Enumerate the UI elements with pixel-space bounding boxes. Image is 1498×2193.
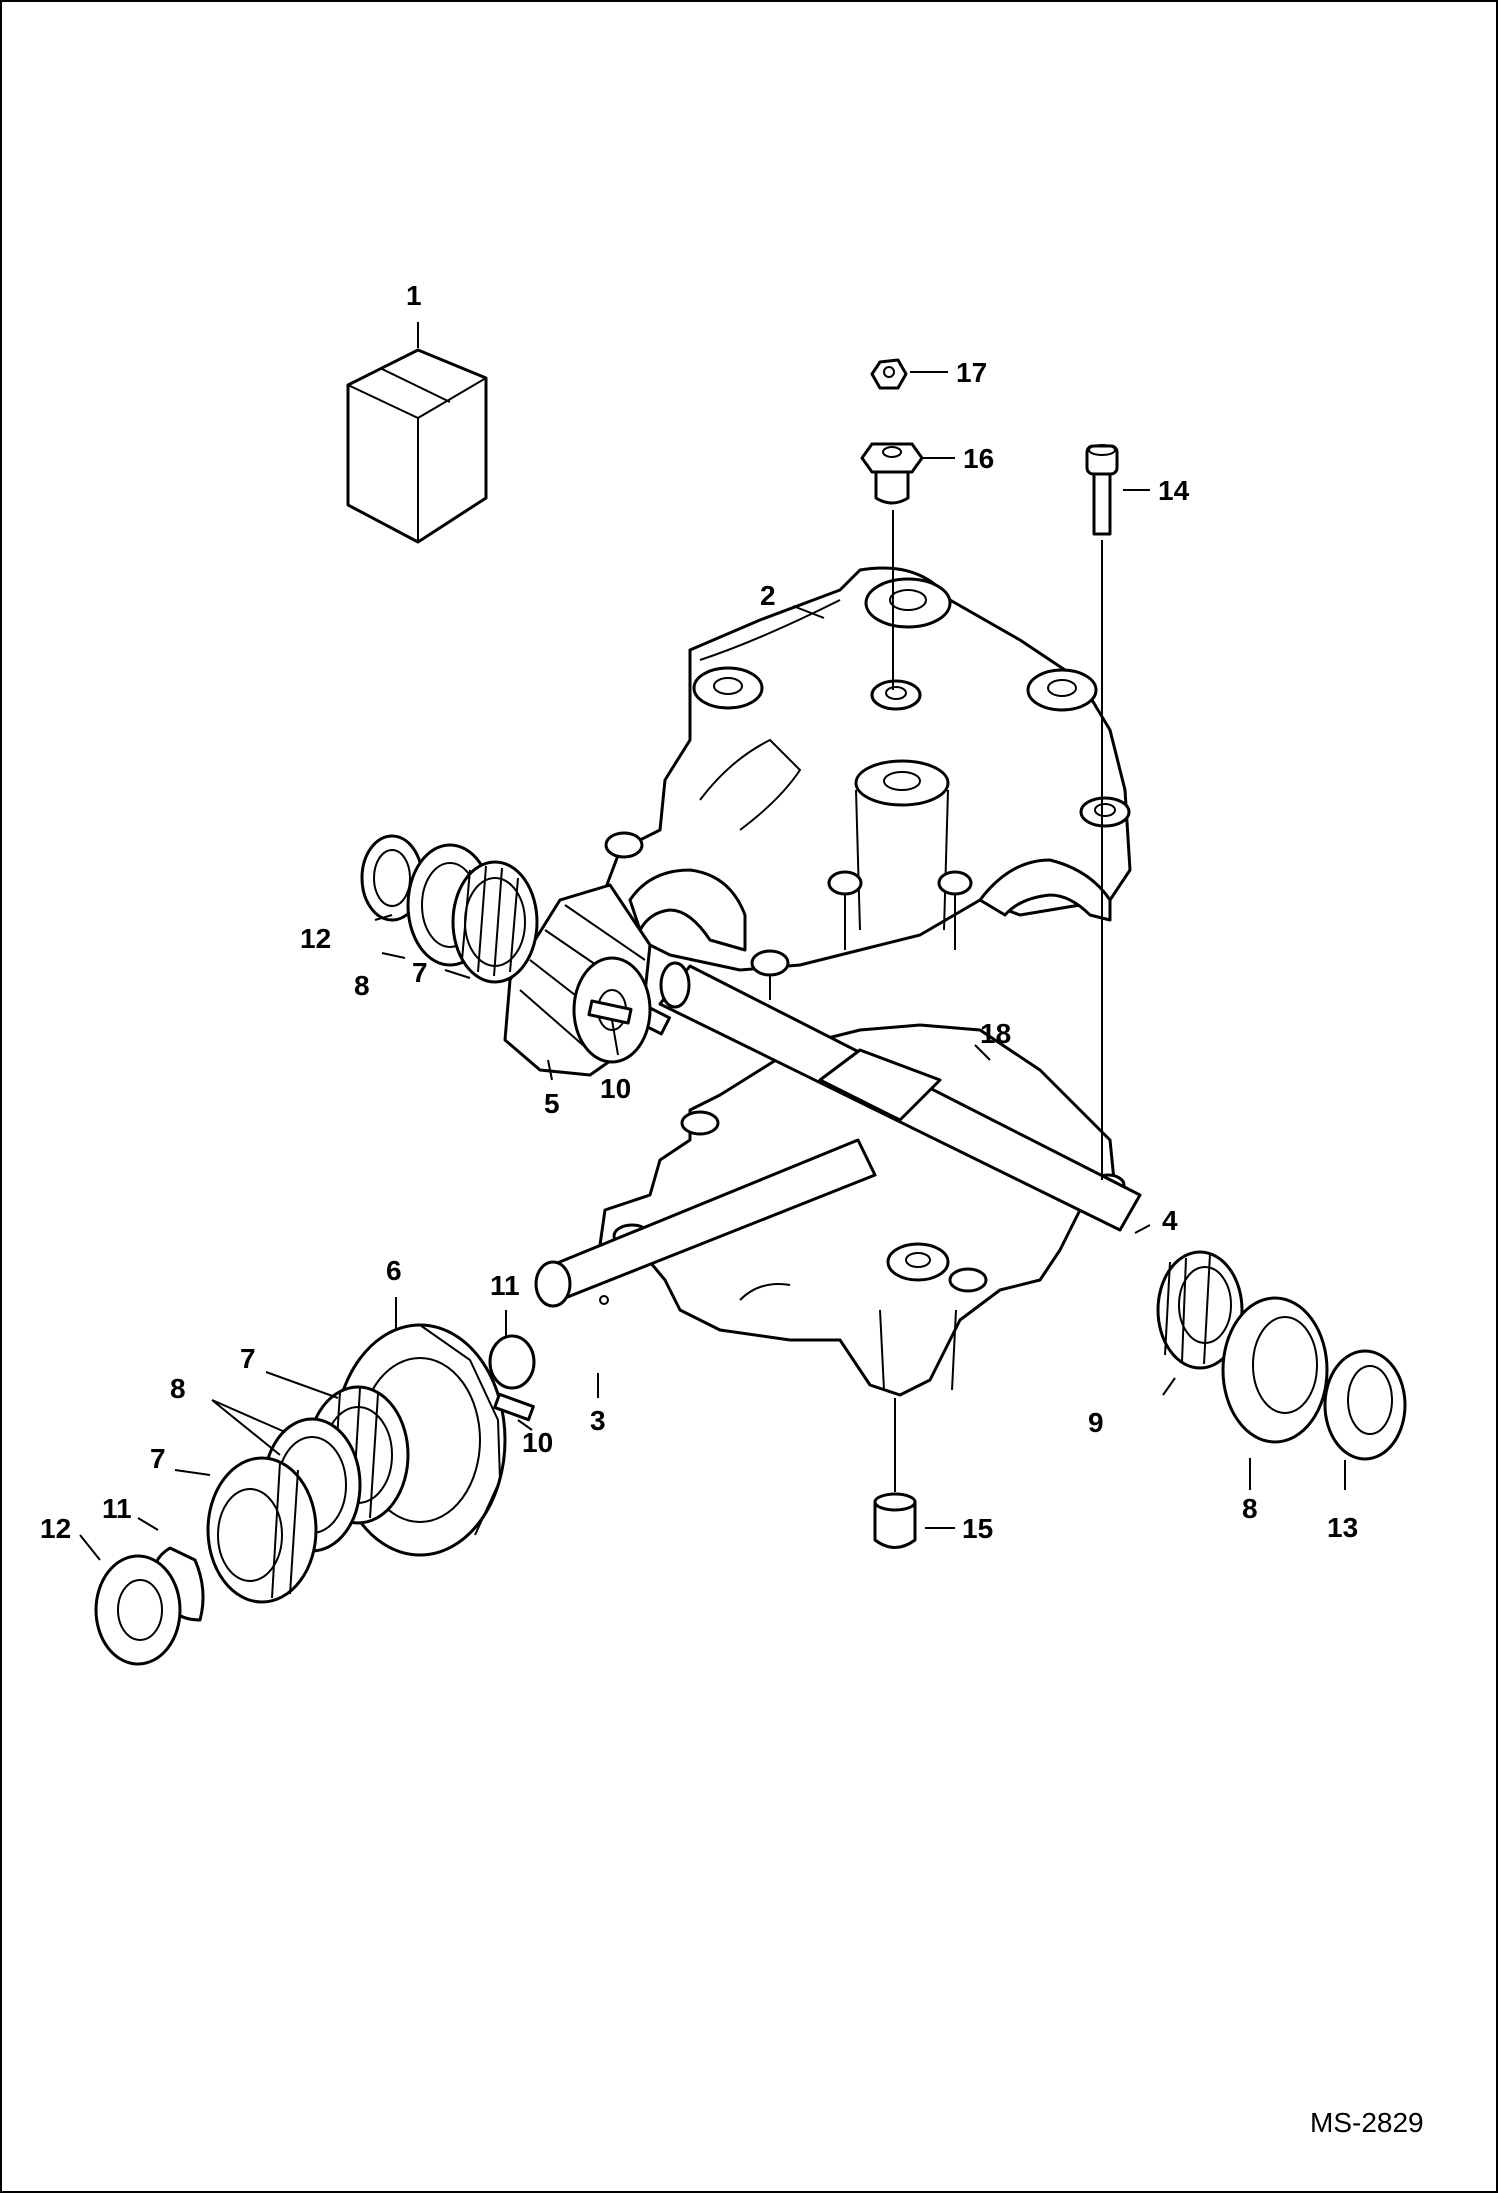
- callout-10-lower: 10: [522, 1427, 553, 1458]
- part-10-key-upper: [587, 999, 633, 1025]
- callout-9: 9: [1088, 1407, 1104, 1438]
- part-12-seal-lower: [94, 1554, 182, 1666]
- callout-17: 17: [956, 357, 987, 388]
- callout-7-upper: 7: [412, 957, 428, 988]
- part-17-nut: [870, 358, 908, 390]
- assembly-guide-lines: [892, 510, 1103, 1492]
- part-14-bolt: [1085, 444, 1119, 536]
- callout-13: 13: [1327, 1512, 1358, 1543]
- callout-2: 2: [760, 580, 776, 611]
- part-8-cup-right: [1221, 1296, 1329, 1444]
- callout-16: 16: [963, 443, 994, 474]
- callout-6: 6: [386, 1255, 402, 1286]
- callout-1: 1: [406, 280, 422, 311]
- part-16-fitting: [860, 442, 924, 505]
- callout-3: 3: [590, 1405, 606, 1436]
- callout-7-middle: 7: [240, 1343, 256, 1374]
- part-11-snap-ring-upper: [488, 1334, 536, 1390]
- callout-11-lower: 11: [102, 1493, 132, 1524]
- callout-18: 18: [980, 1018, 1011, 1049]
- callout-8-right: 8: [1242, 1493, 1258, 1524]
- callout-15: 15: [962, 1513, 993, 1544]
- callout-4: 4: [1162, 1205, 1178, 1236]
- callout-12-lower: 12: [40, 1513, 71, 1544]
- part-10-key-lower: [493, 1392, 535, 1422]
- callout-labels: 1 2 3 4 5 6 7 7 7 8 8 8 9 10 10 11 11 12…: [40, 280, 1358, 1544]
- part-9-cone-right: [1156, 1250, 1244, 1370]
- leader-lines: [79, 322, 1346, 1561]
- callout-8-upper: 8: [354, 970, 370, 1001]
- part-2-upper-housing: [603, 566, 1132, 1000]
- callout-11-upper: 11: [490, 1270, 520, 1301]
- part-4-output-shaft: [617, 961, 1142, 1232]
- callout-14: 14: [1158, 475, 1190, 506]
- part-13-seal-right: [1323, 1349, 1407, 1461]
- part-3-input-shaft: [534, 1138, 877, 1308]
- callout-12-upper: 12: [300, 923, 331, 954]
- callout-10-upper: 10: [600, 1073, 631, 1104]
- callout-5: 5: [544, 1088, 560, 1119]
- part-7-cone-upper: [451, 860, 539, 984]
- part-7-cone-lower: [206, 1456, 318, 1604]
- part-1-kit-box: [346, 348, 488, 544]
- drawing-code: MS-2829: [1310, 2107, 1424, 2138]
- callout-7-lower: 7: [150, 1443, 166, 1474]
- part-15-plug: [873, 1492, 917, 1549]
- callout-8-lower: 8: [170, 1373, 186, 1404]
